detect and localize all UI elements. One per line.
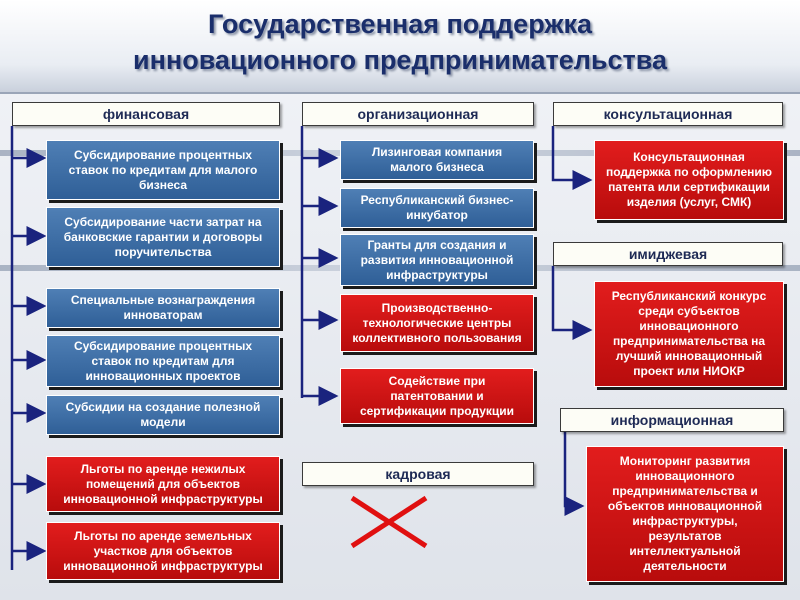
header-organizational: организационная	[302, 102, 534, 126]
organizational-item-1: Республиканский бизнес- инкубатор	[340, 188, 534, 228]
header-personnel: кадровая	[302, 462, 534, 486]
financial-item-1: Субсидирование части затрат на банковски…	[46, 207, 280, 267]
financial-item-2: Специальные вознаграждения инноваторам	[46, 288, 280, 328]
organizational-item-3: Производственно- технологические центры …	[340, 294, 534, 352]
title-line-1: Государственная поддержка	[207, 9, 593, 39]
cross-icon	[350, 495, 428, 549]
title-line-2: инновационного предпринимательства	[132, 45, 668, 75]
page-title: Государственная поддержка инновационного…	[0, 6, 800, 78]
financial-item-4: Субсидии на создание полезной модели	[46, 395, 280, 435]
header-image: имиджевая	[553, 242, 783, 266]
image-item-0: Республиканский конкурс среди субъектов …	[594, 281, 784, 387]
organizational-item-4: Содействие при патентовании и сертификац…	[340, 368, 534, 424]
consulting-item-0: Консультационная поддержка по оформлению…	[594, 140, 784, 220]
financial-item-6: Льготы по аренде земельных участков для …	[46, 522, 280, 580]
header-financial: финансовая	[12, 102, 280, 126]
header-informational: информационная	[560, 408, 784, 432]
organizational-item-0: Лизинговая компания малого бизнеса	[340, 140, 534, 180]
title-band	[0, 0, 800, 94]
financial-item-0: Субсидирование процентных ставок по кред…	[46, 140, 280, 200]
financial-item-3: Субсидирование процентных ставок по кред…	[46, 335, 280, 387]
header-consulting: консультационная	[553, 102, 783, 126]
financial-item-5: Льготы по аренде нежилых помещений для о…	[46, 456, 280, 512]
organizational-item-2: Гранты для создания и развития инновацио…	[340, 234, 534, 286]
informational-item-0: Мониторинг развития инновационного предп…	[586, 446, 784, 582]
